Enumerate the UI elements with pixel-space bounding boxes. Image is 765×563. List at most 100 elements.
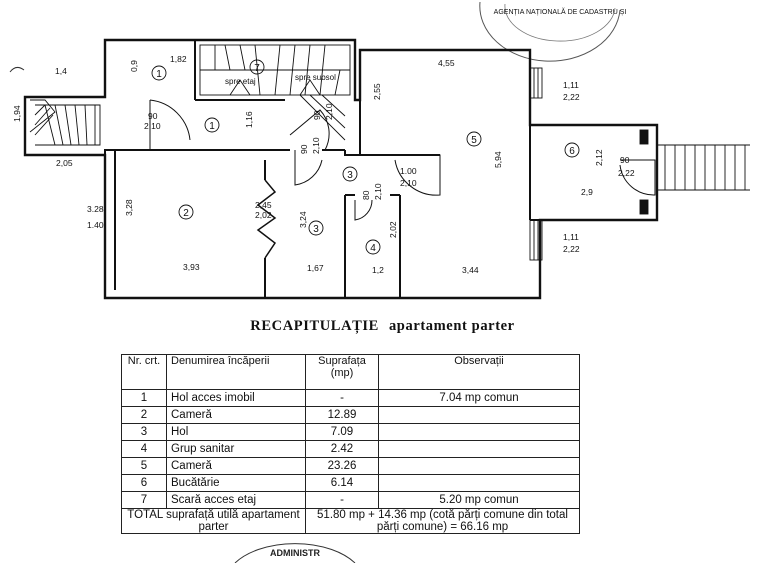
dim-label: 3,44 (462, 265, 479, 275)
cell-room: Scară acces etaj (166, 491, 306, 509)
cell-room: Grup sanitar (166, 440, 306, 458)
stair-label-down: spre subsol (295, 73, 336, 82)
room-number: 2 (183, 208, 189, 219)
header-room: Denumirea încăperii (166, 354, 306, 390)
cell-room: Cameră (166, 406, 306, 424)
exterior-stairs-right (657, 144, 750, 191)
dim-label: 90 (299, 144, 309, 154)
room-number: 1 (209, 121, 215, 132)
cell-area: 7.09 (305, 423, 379, 441)
stair-label-up: spre etaj (225, 77, 256, 86)
cell-nr: 1 (121, 389, 167, 407)
room-numbers: 1 1 7 5 6 2 3 3 4 (156, 63, 575, 254)
cell-nr: 7 (121, 491, 167, 509)
table-total-row: TOTAL suprafață utilă apartament parter … (121, 508, 580, 534)
cell-room: Hol (166, 423, 306, 441)
room-number: 4 (370, 243, 376, 254)
dim-label: 1,11 (563, 80, 579, 90)
cell-notes (378, 406, 580, 424)
summary-title-sub: apartament parter (388, 318, 515, 334)
cell-area: 2.42 (305, 440, 379, 458)
cell-area: 6.14 (305, 474, 379, 492)
dim-label: 2,10 (311, 137, 321, 154)
cell-area: - (305, 389, 379, 407)
dim-label: 2,10 (324, 103, 334, 120)
cell-nr: 5 (121, 457, 167, 475)
room-number: 1 (156, 69, 162, 80)
dim-label: 2,02 (388, 221, 398, 238)
dim-label: 2,12 (594, 149, 604, 166)
table-row: 1 Hol acces imobil - 7.04 mp comun (121, 389, 580, 407)
summary-table: Nr. crt. Denumirea încăperii Suprafața (… (121, 354, 580, 534)
cell-notes (378, 423, 580, 441)
central-staircase (199, 44, 351, 141)
total-label: TOTAL suprafață utilă apartament parter (121, 508, 306, 534)
floor-plan: AGENȚIA NAȚIONALĂ DE CADASTRU ȘI (9, 1, 750, 300)
dim-label: 1,16 (244, 111, 254, 128)
dim-label: 2,10 (144, 121, 161, 131)
dim-label: 1,4 (55, 66, 67, 76)
cell-nr: 6 (121, 474, 167, 492)
dim-label: 1.00 (400, 166, 417, 176)
room-number: 5 (471, 135, 477, 146)
room-number: 6 (569, 146, 575, 157)
entrance-stairs (29, 99, 101, 146)
dim-label: 3,93 (183, 262, 200, 272)
dim-label: 2,05 (56, 158, 73, 168)
table-row: 6 Bucătărie 6.14 (121, 474, 580, 492)
outer-walls (23, 38, 659, 300)
table-row: 5 Cameră 23.26 (121, 457, 580, 475)
stamp-text: AGENȚIA NAȚIONALĂ DE CADASTRU ȘI (494, 7, 627, 16)
room-circles (151, 59, 580, 255)
dim-label: 90 (620, 155, 630, 165)
dim-label: 2,45 (255, 200, 272, 210)
cell-area: 12.89 (305, 406, 379, 424)
dim-label: 3.28 (87, 204, 104, 214)
cell-notes: 5.20 mp comun (378, 491, 580, 509)
cell-notes (378, 440, 580, 458)
dim-label: 2,02 (255, 210, 272, 220)
table-header-row: Nr. crt. Denumirea încăperii Suprafața (… (121, 354, 580, 390)
cell-notes (378, 474, 580, 492)
dim-label: 5,94 (493, 151, 503, 168)
stamp-text: ADMINISTR (270, 548, 320, 558)
table-row: 4 Grup sanitar 2.42 (121, 440, 580, 458)
dim-label: 1,67 (307, 263, 324, 273)
dim-label: 2,22 (618, 168, 635, 178)
dim-label: 90 (312, 110, 322, 120)
room-number: 7 (254, 63, 260, 74)
cell-area: 23.26 (305, 457, 379, 475)
partition-zigzag (256, 179, 277, 259)
dim-label: 3,28 (124, 199, 134, 216)
dim-label: 4,55 (438, 58, 455, 68)
header-notes: Observații (378, 354, 580, 390)
cell-nr: 3 (121, 423, 167, 441)
cell-area: - (305, 491, 379, 509)
header-nr: Nr. crt. (121, 354, 167, 390)
dim-label: 2,22 (563, 244, 580, 254)
cell-nr: 4 (121, 440, 167, 458)
dim-label: 1.40 (87, 220, 104, 230)
cell-notes: 7.04 mp comun (378, 389, 580, 407)
room-number: 3 (347, 170, 353, 181)
dim-label: 1,2 (372, 265, 384, 275)
dim-label: 2,10 (373, 183, 383, 200)
dim-label: 1,11 (563, 232, 579, 242)
cell-room: Cameră (166, 457, 306, 475)
cadastre-stamp-bottom: ADMINISTR (234, 543, 356, 563)
cell-notes (378, 457, 580, 475)
dim-label: 2,22 (563, 92, 580, 102)
table-row: 3 Hol 7.09 (121, 423, 580, 441)
dim-label: 3,24 (298, 211, 308, 228)
dim-label: 2,9 (581, 187, 593, 197)
windows (529, 67, 649, 261)
door-swings (149, 99, 656, 221)
table-row: 2 Cameră 12.89 (121, 406, 580, 424)
table-row: 7 Scară acces etaj - 5.20 mp comun (121, 491, 580, 509)
dim-label: 2,10 (400, 178, 417, 188)
dim-label: 2,55 (372, 83, 382, 100)
plan-dimension-labels: 1,4 1,94 2,05 0,9 1,82 90 2,10 1,16 spre… (12, 54, 635, 275)
dim-label: 90 (148, 111, 158, 121)
header-area: Suprafața (mp) (305, 354, 379, 390)
